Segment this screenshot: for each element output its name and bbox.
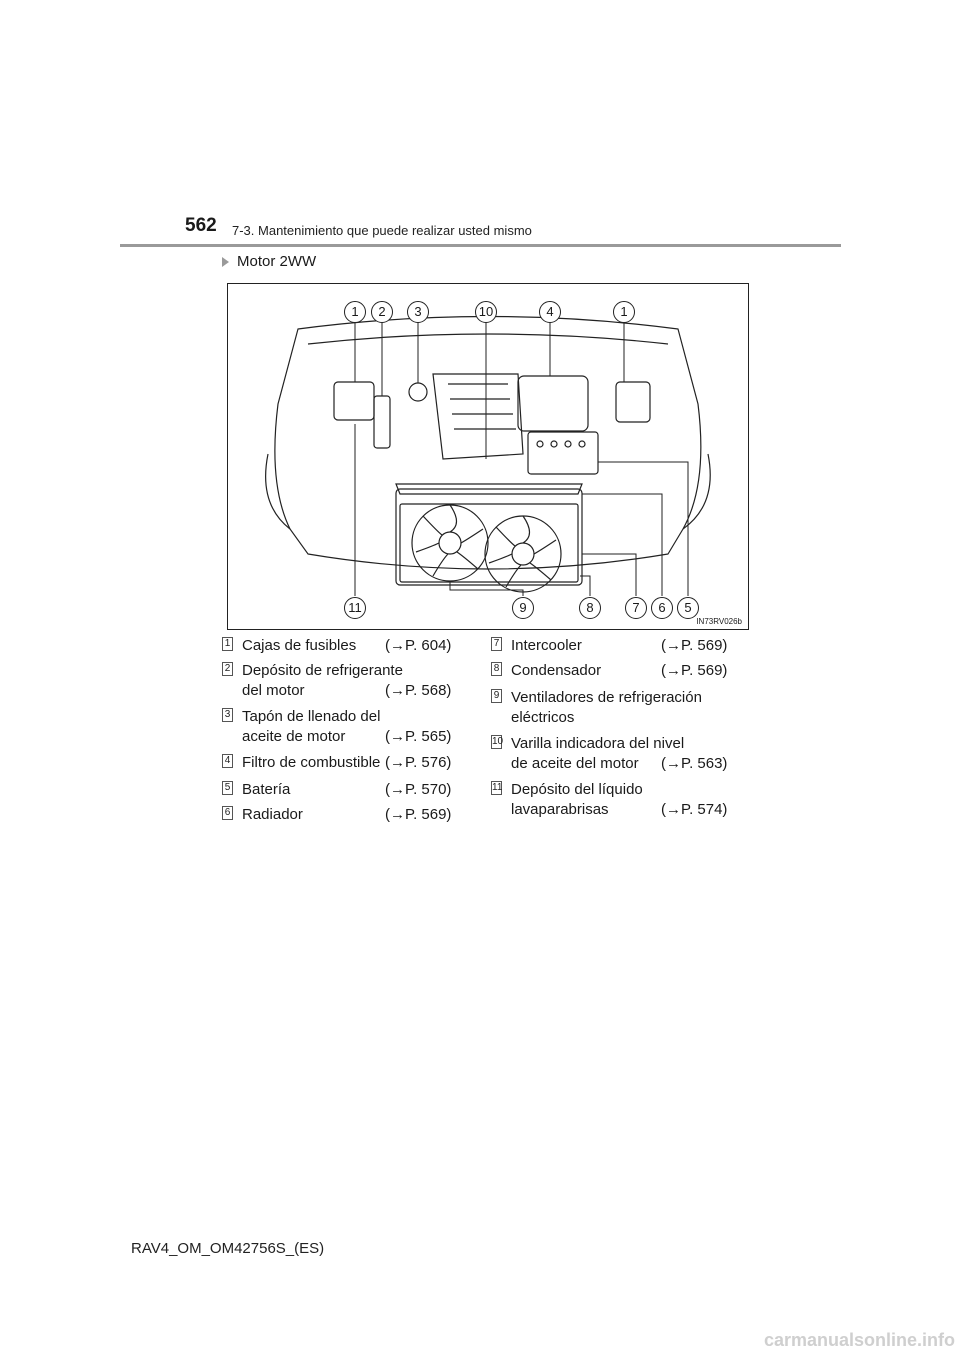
legend-page-ref: (→P. 604) xyxy=(385,637,452,654)
legend-item-coolant-reservoir: 2 Depósito de refrigerante del motor (→P… xyxy=(222,661,467,701)
header-rule xyxy=(120,244,841,247)
legend-label-line2: lavaparabrisas xyxy=(511,801,609,818)
legend-label: Ventiladores de refrigeración xyxy=(511,689,702,706)
page-number: 562 xyxy=(185,215,217,236)
callout-10: 10 xyxy=(475,301,497,323)
legend-label-line2: aceite de motor xyxy=(242,728,346,745)
engine-figure: 1 2 3 10 4 1 11 9 8 7 6 5 IN73RV026b xyxy=(227,283,749,630)
subheading: Motor 2WW xyxy=(222,253,316,270)
legend-number: 4 xyxy=(222,754,233,768)
legend-number: 11 xyxy=(491,781,503,795)
legend-page-ref: (→P. 569) xyxy=(661,662,728,679)
legend-page-ref: (→P. 576) xyxy=(385,754,452,771)
legend-item-washer-reservoir: 11 Depósito del líquido lavaparabrisas (… xyxy=(491,780,741,820)
triangle-bullet-icon xyxy=(222,256,229,267)
legend-page-ref: (→P. 570) xyxy=(385,781,452,798)
legend-label: Intercooler xyxy=(511,637,582,654)
legend-page-ref: (→P. 569) xyxy=(385,806,452,823)
callout-6: 6 xyxy=(651,597,673,619)
legend-page-ref: (→P. 565) xyxy=(385,728,452,745)
legend-number: 6 xyxy=(222,806,233,820)
legend-label: Depósito del líquido xyxy=(511,781,643,798)
callout-8: 8 xyxy=(579,597,601,619)
callout-11: 11 xyxy=(344,597,366,619)
legend-item-oil-filler-cap: 3 Tapón de llenado del aceite de motor (… xyxy=(222,707,467,747)
legend-label: Batería xyxy=(242,781,291,798)
legend-number: 9 xyxy=(491,689,502,703)
legend-page-ref: (→P. 568) xyxy=(385,682,452,699)
subheading-text: Motor 2WW xyxy=(237,253,317,270)
legend-number: 3 xyxy=(222,708,233,722)
legend-page-ref: (→P. 569) xyxy=(661,637,728,654)
legend-item-fuel-filter: 4 Filtro de combustible (→P. 576) xyxy=(222,753,467,773)
callout-4: 4 xyxy=(539,301,561,323)
legend-label: Depósito de refrigerante xyxy=(242,662,403,679)
callout-5: 5 xyxy=(677,597,699,619)
callout-9: 9 xyxy=(512,597,534,619)
legend-number: 1 xyxy=(222,637,233,651)
legend-label: Cajas de fusibles xyxy=(242,637,357,654)
callout-7: 7 xyxy=(625,597,647,619)
legend-item-oil-dipstick: 10 Varilla indicadora del nivel de aceit… xyxy=(491,734,741,774)
legend-number: 10 xyxy=(491,735,504,749)
legend-label: Filtro de combustible xyxy=(242,754,381,771)
legend-number: 7 xyxy=(491,637,502,651)
legend-item-radiator: 6 Radiador (→P. 569) xyxy=(222,805,467,825)
legend-item-fuse-boxes: 1 Cajas de fusibles (→P. 604) xyxy=(222,636,467,656)
callout-3: 3 xyxy=(407,301,429,323)
legend-label-line2: del motor xyxy=(242,682,305,699)
legend-item-cooling-fans: 9 Ventiladores de refrigeración eléctric… xyxy=(491,688,741,728)
engine-illustration xyxy=(265,315,711,596)
legend-label: Condensador xyxy=(511,662,602,679)
legend-number: 5 xyxy=(222,781,233,795)
legend-label-line2: de aceite del motor xyxy=(511,755,639,772)
callout-1-top-left: 1 xyxy=(344,301,366,323)
legend-page-ref: (→P. 563) xyxy=(661,755,728,772)
legend-item-battery: 5 Batería (→P. 570) xyxy=(222,780,467,800)
legend-number: 8 xyxy=(491,662,502,676)
legend-item-intercooler: 7 Intercooler (→P. 569) xyxy=(491,636,741,656)
legend-label: Radiador xyxy=(242,806,303,823)
figure-code: IN73RV026b xyxy=(694,617,744,626)
legend-number: 2 xyxy=(222,662,233,676)
legend-page-ref: (→P. 574) xyxy=(661,801,728,818)
legend-item-condenser: 8 Condensador (→P. 569) xyxy=(491,661,741,681)
section-title: 7-3. Mantenimiento que puede realizar us… xyxy=(232,223,532,238)
legend-label: Varilla indicadora del nivel xyxy=(511,735,685,752)
callout-2: 2 xyxy=(371,301,393,323)
legend-label-line2: eléctricos xyxy=(511,709,575,726)
legend-label: Tapón de llenado del xyxy=(242,708,381,725)
watermark: carmanualsonline.info xyxy=(764,1330,956,1350)
document-code-footer: RAV4_OM_OM42756S_(ES) xyxy=(131,1240,325,1257)
callout-1-top-right: 1 xyxy=(613,301,635,323)
